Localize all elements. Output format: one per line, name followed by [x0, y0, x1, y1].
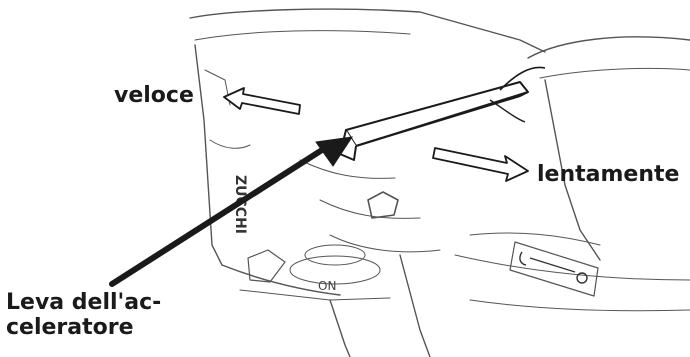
throttle-lever-label-line-1: Leva dell'ac-: [6, 290, 161, 315]
throttle-symbol-icon: [520, 252, 587, 283]
throttle-lever: [340, 67, 545, 160]
fast-direction-label: veloce: [114, 83, 194, 108]
arrow-right-icon: [433, 148, 528, 181]
throttle-lever-label: Leva dell'ac- celeratore: [6, 290, 161, 341]
throttle-lever-label-line-2: celeratore: [6, 315, 161, 340]
slow-direction-label: lentamente: [537, 162, 679, 187]
arrow-left-icon: [224, 88, 300, 114]
choke-marking: ON: [318, 279, 336, 293]
pointer-arrow-icon: [112, 137, 352, 284]
